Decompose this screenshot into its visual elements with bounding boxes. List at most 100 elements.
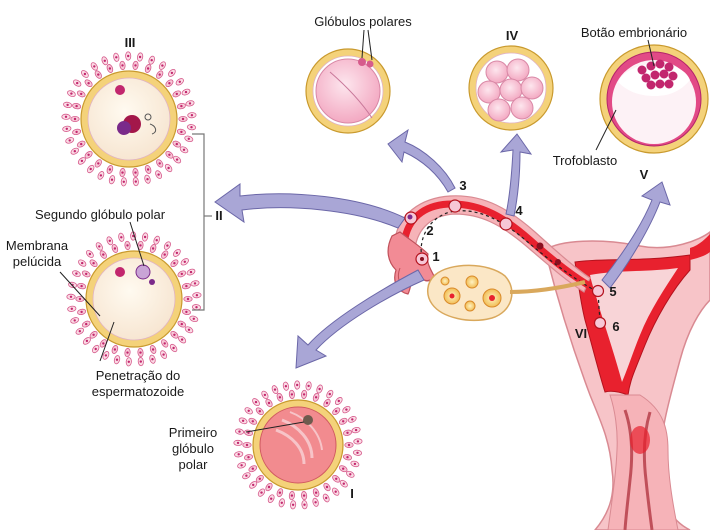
corona-cell-nucleus	[237, 453, 240, 456]
corona-cell-nucleus	[307, 384, 310, 388]
corona-cell-nucleus	[356, 440, 360, 443]
corona-cell-nucleus	[115, 358, 119, 361]
corona-cell-nucleus	[85, 272, 88, 276]
roman-i: I	[350, 486, 354, 501]
corona-cell-nucleus	[81, 261, 84, 265]
corona-cell-nucleus	[92, 333, 95, 336]
corona-cell-nucleus	[150, 59, 153, 62]
corona-cell-nucleus	[122, 180, 126, 183]
label-primeiro-line3: polar	[179, 457, 209, 472]
corona-cell-nucleus	[175, 92, 178, 96]
tube-cell-4	[499, 217, 513, 231]
step-1: 1	[432, 249, 439, 264]
corona-cell-nucleus	[188, 102, 192, 105]
corona-cell-nucleus	[302, 494, 306, 497]
corona-cell-nucleus	[162, 353, 165, 356]
tube-cell-1	[415, 252, 429, 266]
corona-cell-nucleus	[69, 295, 73, 298]
corona-cell-nucleus	[252, 483, 255, 487]
leader-lines	[59, 29, 655, 433]
roman-vi: VI	[575, 326, 587, 341]
corona-cell-nucleus	[192, 317, 195, 320]
corona-cell-nucleus	[75, 104, 78, 108]
two-cell-embryo	[305, 48, 391, 134]
corona-cell-nucleus	[102, 253, 105, 256]
corona-cell-nucleus	[78, 330, 82, 333]
corona-cell-nucleus	[291, 503, 295, 506]
uterus-cell-5	[591, 284, 605, 298]
corona-cell-nucleus	[88, 252, 92, 256]
arrow-to-v	[601, 181, 671, 289]
label-primeiro-line2: glóbulo	[172, 441, 214, 456]
step-6: 6	[612, 319, 619, 334]
corona-cell-nucleus	[151, 247, 155, 250]
label-penetracao-line1: Penetração do	[96, 368, 181, 383]
corona-cell-nucleus	[87, 82, 90, 85]
label-trofoblasto: Trofoblasto	[553, 153, 618, 168]
label-membrana-line2: pelúcida	[13, 254, 62, 269]
corona-cell-nucleus	[186, 297, 190, 301]
uterus	[544, 231, 710, 530]
corona-cell-nucleus	[260, 491, 263, 494]
corona-cell-nucleus	[138, 55, 142, 59]
corona-cell-nucleus	[175, 142, 178, 146]
corona-cell-nucleus	[65, 127, 69, 130]
corona-cell-nucleus	[108, 239, 112, 242]
corona-cell-nucleus	[80, 142, 83, 146]
corona-cell-nucleus	[181, 117, 185, 121]
corona-cell-nucleus	[80, 92, 83, 96]
corona-cell-nucleus	[180, 272, 183, 276]
arrow-to-iv	[499, 133, 533, 217]
tube-cell-2	[404, 211, 418, 225]
corona-cell-nucleus	[270, 497, 273, 500]
corona-cell-nucleus	[335, 477, 338, 480]
corona-cell-nucleus	[155, 239, 158, 242]
corona-cell-nucleus	[247, 409, 250, 412]
step-5: 5	[609, 284, 616, 299]
corona-cell-nucleus	[70, 307, 74, 310]
step-3: 3	[459, 178, 466, 193]
corona-cell-nucleus	[325, 401, 329, 405]
corona-cell-nucleus	[185, 284, 188, 288]
corona-cell-nucleus	[85, 322, 88, 326]
corona-cell-nucleus	[267, 485, 271, 489]
corona-cell-nucleus	[354, 428, 358, 432]
arrow-to-i	[295, 269, 425, 369]
corona-cell-nucleus	[290, 494, 294, 497]
corona-cell-nucleus	[347, 443, 351, 447]
corona-cell-nucleus	[102, 342, 105, 345]
corona-cell-nucleus	[346, 456, 349, 459]
corona-cell-nucleus	[190, 126, 193, 129]
label-primeiro-line1: Primeiro	[169, 425, 217, 440]
corona-cell-nucleus	[97, 73, 100, 76]
roman-ii: II	[215, 208, 222, 223]
corona-cell-nucleus	[151, 358, 154, 361]
corona-cell-nucleus	[127, 360, 130, 363]
corona-cell-nucleus	[353, 462, 357, 466]
corona-cell-nucleus	[240, 464, 243, 467]
corona-cell-nucleus	[173, 262, 176, 265]
corona-cell-nucleus	[157, 173, 160, 176]
corona-cell-nucleus	[158, 73, 161, 76]
corona-cell-nucleus	[121, 171, 124, 174]
corona-cell-nucleus	[175, 158, 179, 161]
corona-cell-nucleus	[314, 491, 318, 494]
corona-cell-nucleus	[80, 310, 83, 314]
corona-cell-nucleus	[126, 244, 129, 247]
corona-cell-nucleus	[342, 420, 345, 423]
corona-cell-nucleus	[195, 294, 199, 297]
corona-cell-nucleus	[247, 431, 250, 434]
corona-cell-nucleus	[180, 130, 183, 134]
corona-cell-nucleus	[83, 72, 87, 76]
corona-cell-nucleus	[325, 496, 328, 500]
zygote-iii	[61, 51, 197, 187]
corona-cell-nucleus	[97, 162, 100, 165]
step-4: 4	[515, 203, 523, 218]
corona-cell-nucleus	[258, 477, 261, 480]
corona-cell-nucleus	[113, 348, 117, 351]
corona-cell-nucleus	[351, 418, 354, 421]
corona-cell-nucleus	[121, 64, 124, 67]
corona-cell-nucleus	[187, 328, 191, 331]
corona-cell-nucleus	[284, 385, 288, 388]
